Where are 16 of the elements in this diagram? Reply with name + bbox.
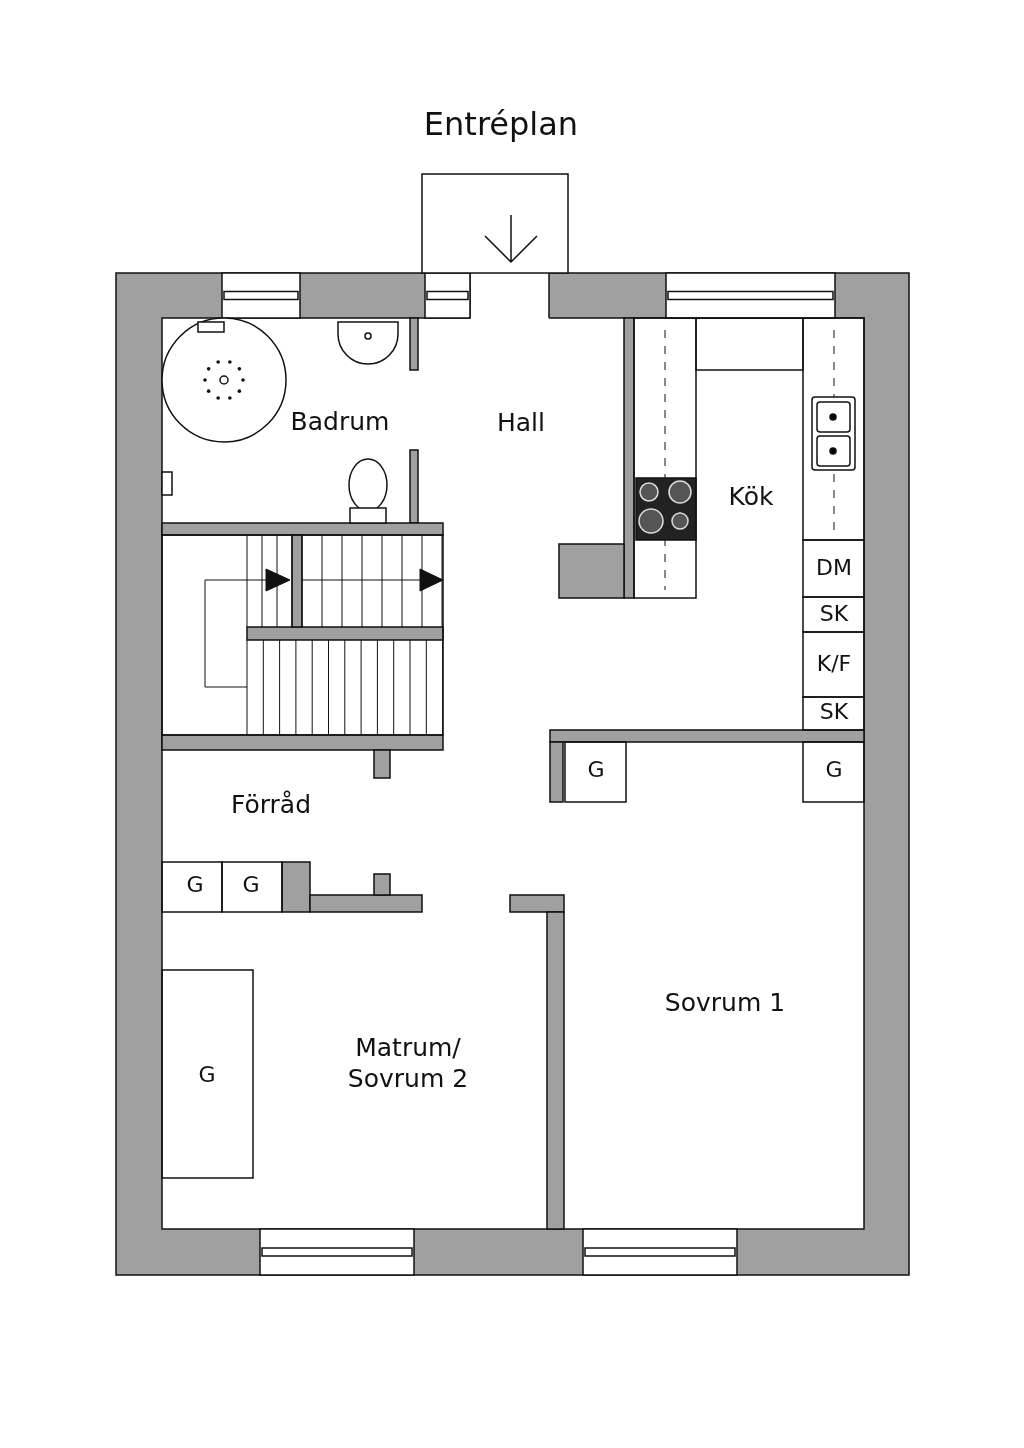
cabinet-label: G xyxy=(198,1061,216,1089)
cabinet-label: G xyxy=(587,756,605,784)
room-label: Badrum xyxy=(290,406,390,438)
cabinet-label: SK xyxy=(819,698,849,726)
cabinet-label: G xyxy=(186,871,204,899)
cabinet-label: G xyxy=(242,871,260,899)
cabinet-label: G xyxy=(825,756,843,784)
cabinet-label: DM xyxy=(816,554,852,582)
room-label: Hall xyxy=(497,407,545,439)
room-label: Kök xyxy=(728,481,774,513)
cabinet-label: SK xyxy=(819,600,849,628)
room-label: Sovrum 1 xyxy=(664,987,786,1019)
room-label: Matrum/ Sovrum 2 xyxy=(346,1031,470,1095)
room-label: Förråd xyxy=(230,789,312,821)
plan-title: Entréplan xyxy=(423,104,579,144)
cabinet-label: K/F xyxy=(816,650,852,678)
